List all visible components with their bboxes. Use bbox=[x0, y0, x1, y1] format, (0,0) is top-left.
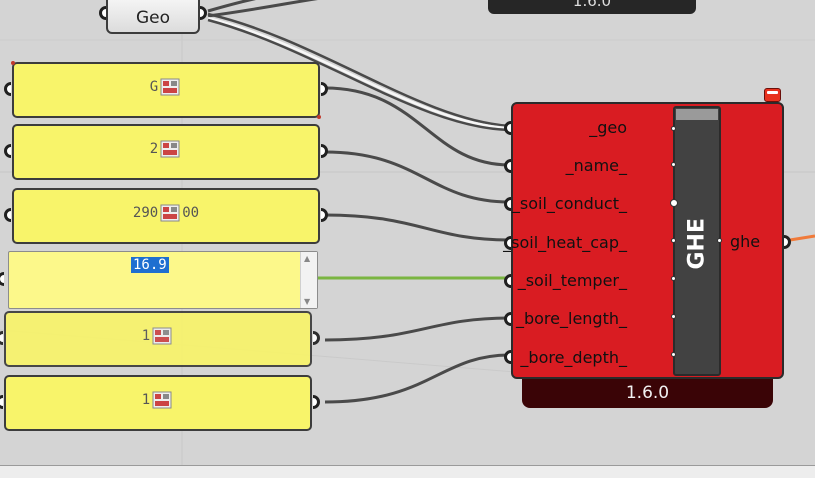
input-grip-bore-depth[interactable] bbox=[504, 350, 511, 364]
text-glyph-icon bbox=[152, 327, 172, 345]
scroll-up-icon[interactable]: ▲ bbox=[304, 254, 311, 263]
component-message-tab[interactable] bbox=[764, 88, 781, 102]
input-label-soil-temper[interactable]: _soil_temper_ bbox=[517, 271, 627, 290]
panel-geo[interactable]: G bbox=[4, 61, 328, 119]
text-glyph-icon bbox=[160, 204, 180, 222]
panel-input-grip[interactable] bbox=[0, 331, 3, 345]
input-label-bore-depth[interactable]: _bore_depth_ bbox=[520, 348, 627, 367]
text-glyph-icon bbox=[160, 140, 180, 158]
geo-input-grip[interactable] bbox=[99, 6, 106, 20]
input-label-soil-conduct[interactable]: _soil_conduct_ bbox=[511, 194, 627, 213]
input-label-name[interactable]: _name_ bbox=[565, 156, 627, 175]
scroll-down-icon[interactable]: ▼ bbox=[304, 297, 311, 306]
input-grip-soil-conduct[interactable] bbox=[504, 197, 511, 211]
ghe-component[interactable]: _geo _name_ _soil_conduct_ _soil_heat_ca… bbox=[503, 102, 791, 379]
status-bar bbox=[0, 465, 815, 478]
wires-layer bbox=[207, 0, 815, 404]
panel-input-grip[interactable] bbox=[0, 272, 4, 286]
input-label-geo[interactable]: _geo bbox=[589, 118, 627, 137]
text-glyph-icon bbox=[160, 78, 180, 96]
geo-output-grip[interactable] bbox=[200, 6, 207, 20]
panel-edit-text[interactable]: 16.9 bbox=[131, 257, 169, 273]
output-grip-ghe[interactable] bbox=[784, 235, 791, 249]
panel-bore-depth[interactable]: 1 bbox=[0, 375, 320, 431]
ghe-title-bar[interactable]: GHE bbox=[673, 106, 721, 376]
panel-output-grip[interactable] bbox=[313, 395, 320, 409]
panel-scrollbar[interactable]: ▲ ▼ bbox=[300, 252, 317, 308]
panel-name[interactable]: 2 bbox=[4, 124, 328, 180]
output-label-ghe[interactable]: ghe bbox=[730, 232, 761, 251]
panel-input-grip[interactable] bbox=[4, 144, 11, 158]
input-grip-soil-heat-cap[interactable] bbox=[504, 236, 511, 250]
panel-output-grip[interactable] bbox=[321, 82, 328, 96]
geo-node[interactable]: Geo bbox=[99, 0, 207, 34]
panel-output-grip[interactable] bbox=[313, 331, 320, 345]
panel-output-grip[interactable] bbox=[321, 208, 328, 222]
top-component-version: 1.6.0 bbox=[488, 0, 696, 14]
panel-input-grip[interactable] bbox=[4, 208, 11, 222]
input-grip-soil-temper[interactable] bbox=[504, 274, 511, 288]
text-glyph-icon bbox=[152, 391, 172, 409]
ghe-version-label: 1.6.0 bbox=[522, 379, 773, 408]
panel-input-grip[interactable] bbox=[0, 395, 3, 409]
input-grip-geo[interactable] bbox=[504, 121, 511, 135]
panel-bore-length[interactable]: 1 bbox=[0, 311, 320, 367]
panel-output-grip[interactable] bbox=[321, 144, 328, 158]
input-grip-name[interactable] bbox=[504, 159, 511, 173]
input-label-bore-length[interactable]: _bore_length_ bbox=[515, 309, 627, 328]
input-grip-bore-length[interactable] bbox=[504, 312, 511, 326]
ghe-title: GHE bbox=[684, 218, 710, 270]
input-label-soil-heat-cap[interactable]: _soil_heat_cap_ bbox=[503, 233, 627, 252]
panel-soil-temperature-editing[interactable]: 16.9 ▲ ▼ bbox=[0, 251, 318, 309]
panel-input-grip[interactable] bbox=[4, 82, 11, 96]
geo-node-label: Geo bbox=[135, 8, 171, 28]
